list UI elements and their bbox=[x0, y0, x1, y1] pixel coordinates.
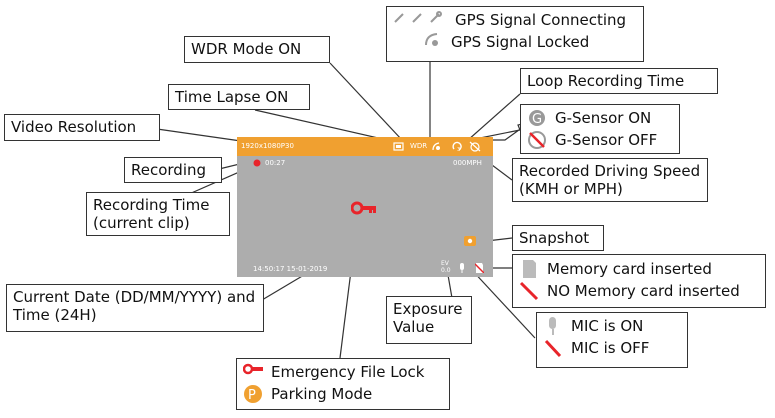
g-sensor-off-label: G-Sensor OFF bbox=[555, 131, 658, 149]
speed-label: Recorded Driving Speed (KMH or MPH) bbox=[519, 162, 701, 198]
video-res-callout: Video Resolution bbox=[4, 114, 160, 141]
rec-time-label: Recording Time (current clip) bbox=[93, 196, 210, 232]
mic-on-label: MIC is ON bbox=[571, 317, 644, 335]
sd-card-icon bbox=[523, 260, 536, 278]
date-label: Current Date (DD/MM/YYYY) and Time (24H) bbox=[13, 288, 256, 324]
satellite-dish-icon bbox=[394, 11, 442, 23]
mem-out-label: NO Memory card inserted bbox=[547, 282, 740, 300]
speed-readout: 000MPH bbox=[453, 159, 482, 167]
key-icon bbox=[351, 201, 376, 215]
rec-time-readout: 00:27 bbox=[265, 159, 286, 167]
recording-label: Recording bbox=[131, 161, 207, 179]
dashcam-screen: 1920x1080P30 WDR 3 00:27 000MPH 14:50:17… bbox=[237, 137, 493, 277]
g-sensor-off-label-icon bbox=[528, 131, 546, 149]
gps-locked-icon bbox=[432, 142, 440, 151]
g-sensor-callout: G G-Sensor ON G-Sensor OFF bbox=[520, 104, 680, 154]
svg-text:P: P bbox=[248, 388, 256, 403]
snapshot-label: Snapshot bbox=[519, 229, 590, 247]
g-sensor-off-icon bbox=[469, 141, 481, 152]
emergency-label: Emergency File Lock bbox=[271, 363, 425, 381]
time-lapse-icon bbox=[393, 142, 404, 151]
lock-parking-callout: Emergency File Lock P Parking Mode bbox=[236, 358, 450, 410]
mic-off-label: MIC is OFF bbox=[571, 339, 650, 357]
parking-label: Parking Mode bbox=[271, 385, 373, 403]
mic-off-icon bbox=[544, 339, 562, 358]
datetime-readout: 14:50:17 15-01-2019 bbox=[253, 265, 328, 273]
time-lapse-callout: Time Lapse ON bbox=[168, 84, 310, 110]
loop-icon: 3 bbox=[452, 141, 462, 152]
loop-callout: Loop Recording Time bbox=[520, 68, 718, 94]
date-callout: Current Date (DD/MM/YYYY) and Time (24H) bbox=[6, 284, 264, 332]
camera-icon bbox=[464, 236, 476, 246]
mic-label-icon bbox=[549, 317, 556, 335]
status-bar: 1920x1080P30 WDR 3 bbox=[237, 137, 493, 156]
parking-icon: P bbox=[244, 385, 262, 403]
video-res-label: Video Resolution bbox=[11, 118, 137, 136]
snapshot-callout: Snapshot bbox=[512, 225, 604, 251]
wdr-callout: WDR Mode ON bbox=[184, 36, 330, 63]
gps-callout: GPS Signal Connecting GPS Signal Locked bbox=[386, 6, 644, 62]
ev-readout: EV 0.0 bbox=[441, 260, 451, 274]
time-lapse-label: Time Lapse ON bbox=[175, 88, 289, 106]
g-sensor-on-icon: G bbox=[529, 110, 545, 127]
recording-callout: Recording bbox=[124, 157, 222, 183]
svg-text:G: G bbox=[532, 112, 542, 127]
mem-in-label: Memory card inserted bbox=[547, 260, 712, 278]
g-sensor-on-label: G-Sensor ON bbox=[555, 109, 652, 127]
no-sd-card-icon bbox=[475, 263, 484, 273]
speed-callout: Recorded Driving Speed (KMH or MPH) bbox=[512, 158, 708, 202]
svg-text:3: 3 bbox=[457, 147, 460, 152]
exposure-label: Exposure Value bbox=[393, 300, 463, 336]
exposure-callout: Exposure Value bbox=[386, 296, 472, 344]
mic-callout: MIC is ON MIC is OFF bbox=[536, 312, 688, 368]
wdr-on-label: WDR Mode ON bbox=[191, 40, 302, 58]
memory-callout: Memory card inserted NO Memory card inse… bbox=[512, 254, 766, 308]
record-dot-icon bbox=[253, 159, 261, 167]
emergency-key-icon bbox=[243, 363, 263, 375]
gps-locked-label-icon bbox=[425, 33, 438, 46]
wdr-readout: WDR bbox=[410, 142, 428, 150]
mic-icon bbox=[460, 263, 464, 273]
loop-label: Loop Recording Time bbox=[527, 72, 685, 90]
gps-connecting-label: GPS Signal Connecting bbox=[455, 11, 627, 29]
resolution-readout: 1920x1080P30 bbox=[241, 142, 294, 150]
no-sd-card-label-icon bbox=[519, 281, 539, 301]
rec-time-callout: Recording Time (current clip) bbox=[86, 192, 230, 236]
gps-locked-label: GPS Signal Locked bbox=[451, 33, 590, 51]
